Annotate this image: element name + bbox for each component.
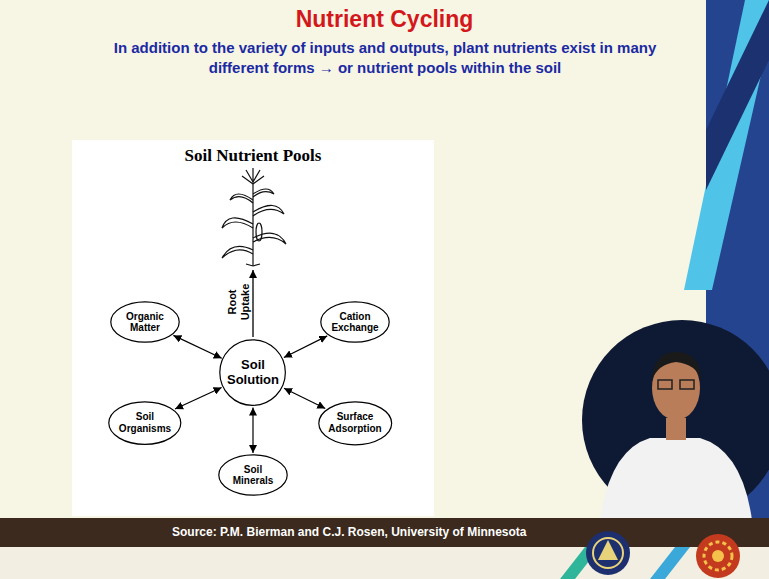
pool-ellipse: Soil Minerals [218, 454, 288, 496]
slide-subtitle: In addition to the variety of inputs and… [95, 38, 675, 78]
plant-leaf [253, 189, 274, 197]
side-stripe-dark [706, 0, 769, 190]
ellipse-shape [220, 340, 286, 406]
institute-logo [586, 531, 630, 575]
pool-ellipse: Surface Adsorption [318, 401, 392, 446]
footer-ground [0, 547, 769, 579]
plant-leaf [222, 246, 253, 258]
presenter-frame [582, 320, 769, 520]
nptel-logo-core [712, 550, 724, 562]
connector-arrow [284, 336, 327, 358]
side-stripe [684, 0, 769, 290]
plant-tassel [242, 168, 264, 184]
pool-label: Surface Adsorption [328, 411, 381, 434]
presenter-glasses [680, 380, 694, 389]
presenter-hair [652, 352, 701, 380]
ellipse-shape [109, 402, 181, 445]
institute-logo-mark [598, 540, 618, 560]
plant-leaf [253, 205, 284, 216]
pool-label: Soil Minerals [233, 464, 274, 487]
pool-label: Soil Organisms [119, 411, 171, 434]
footer-bar [0, 518, 769, 547]
uptake-label: Root Uptake [226, 284, 252, 321]
connector-arrow [284, 388, 325, 408]
connector-arrow [175, 388, 222, 410]
plant-leaf [230, 194, 253, 203]
slide-title: Nutrient Cycling [0, 6, 769, 33]
pool-label: Soil Solution [227, 358, 279, 388]
nptel-logo [696, 534, 740, 578]
plant-roots [246, 264, 260, 266]
pool-label: Cation Exchange [331, 311, 378, 334]
plant-leaf [222, 218, 253, 228]
ellipse-shape [111, 302, 179, 342]
diagram-panel: Soil Nutrient PoolsRoot UptakeOrganic Ma… [72, 140, 434, 516]
connector-arrow [173, 335, 221, 358]
ellipse-shape [219, 455, 287, 495]
pool-ellipse: Organic Matter [110, 301, 180, 343]
nptel-logo-ring [704, 542, 732, 570]
ellipse-shape [321, 302, 389, 342]
presenter-glasses [658, 380, 672, 389]
presenter-shirt [600, 438, 752, 520]
panel-title: Soil Nutrient Pools [72, 146, 434, 166]
presenter-neck [666, 418, 686, 440]
pool-ellipse: Soil Solution [219, 339, 286, 406]
connector-arrow [252, 408, 253, 453]
institute-logo-ring [593, 538, 623, 568]
source-caption: Source: P.M. Bierman and C.J. Rosen, Uni… [172, 525, 527, 539]
plant-leaf [253, 233, 286, 244]
ellipse-shape [319, 401, 392, 444]
corn-plant [222, 168, 286, 266]
footer-stripe [650, 547, 690, 579]
pool-label: Organic Matter [126, 311, 164, 334]
plant-ear [256, 223, 262, 241]
pool-ellipse: Cation Exchange [320, 301, 390, 343]
uptake-arrow [252, 270, 253, 337]
pool-ellipse: Soil Organisms [108, 401, 182, 445]
